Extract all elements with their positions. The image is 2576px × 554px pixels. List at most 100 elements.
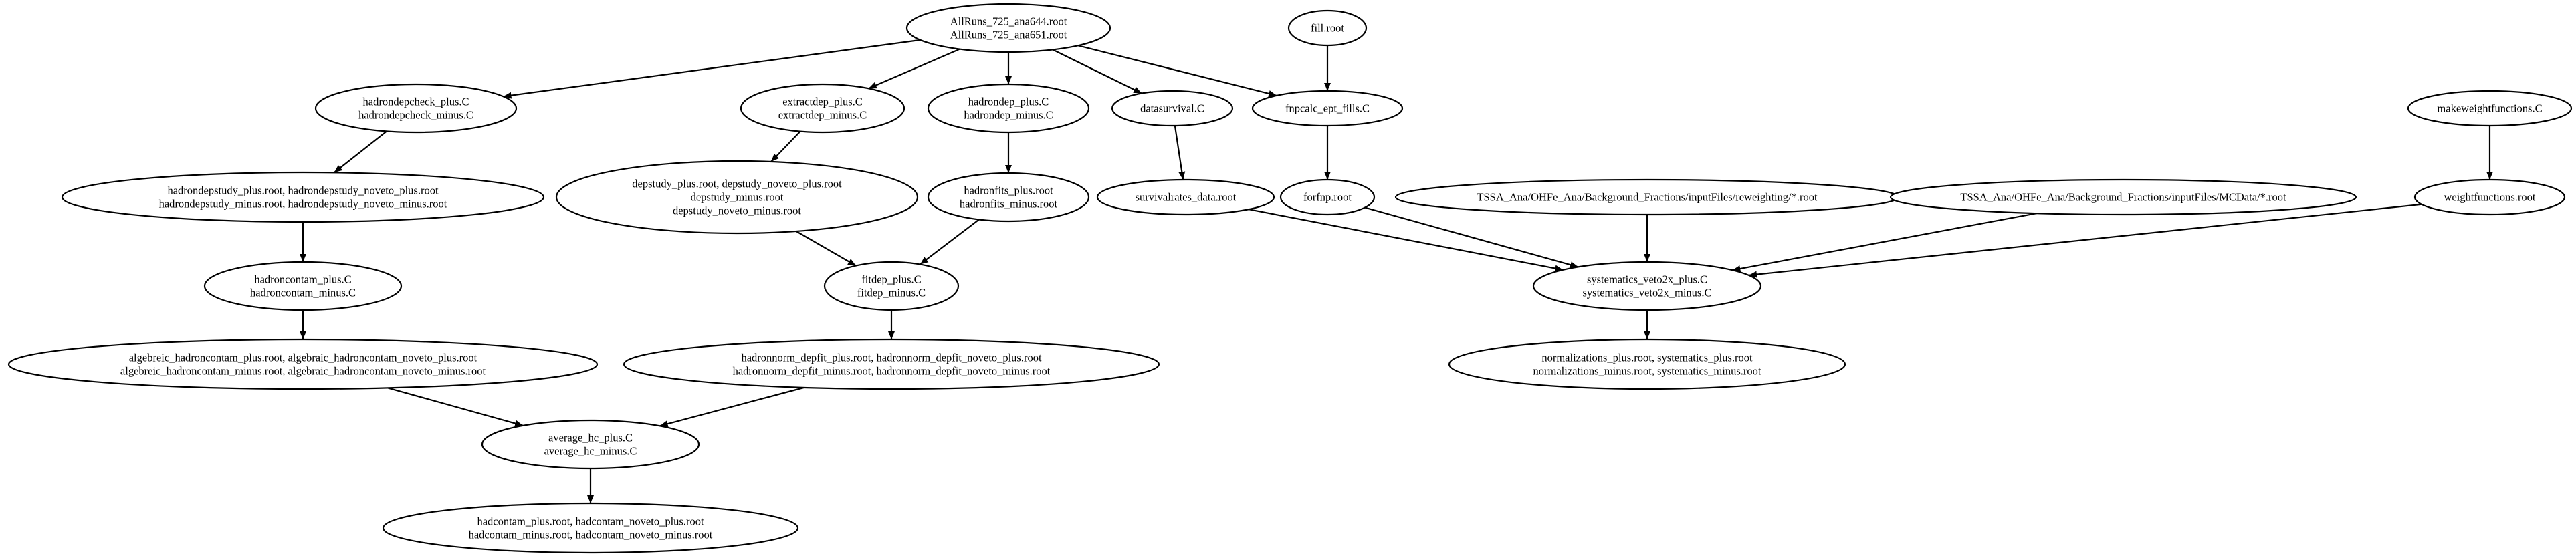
node-ellipse [905,3,1111,53]
node-ellipse [314,83,518,134]
edge-hadrondepcheck_c-to-hadrondepstudy_root [333,130,387,174]
edge-forfnp_root-to-systematics_c [1364,206,1579,268]
node-label: hadcontam_minus.root, hadcontam_noveto_m… [469,529,713,541]
node-hadrondepstudy_root: hadrondepstudy_plus.root, hadrondepstudy… [61,171,545,223]
node-label: fill.root [1311,22,1344,35]
node-label: average_hc_minus.C [544,445,637,458]
node-mcdata_root: TSSA_Ana/OHFe_Ana/Background_Fractions/i… [1889,178,2357,216]
node-label: forfnp.root [1303,191,1352,204]
node-label: hadrondep_minus.C [964,109,1053,122]
node-allruns: AllRuns_725_ana644.rootAllRuns_725_ana65… [905,3,1111,53]
node-label: fitdep_plus.C [861,273,921,286]
node-hadronfits_root: hadronfits_plus.roothadronfits_minus.roo… [927,172,1090,223]
node-ellipse [1287,9,1368,47]
node-label: survivalrates_data.root [1136,191,1237,204]
node-ellipse [203,261,403,311]
node-label: depstudy_minus.root [691,191,784,204]
node-label: hadrondep_plus.C [968,96,1049,108]
edge-datasurvival_c-to-survivalrates_root [1174,125,1186,180]
node-label: TSSA_Ana/OHFe_Ana/Background_Fractions/i… [1477,191,1818,204]
node-ellipse [2407,90,2573,127]
node-label: hadrondepcheck_minus.C [358,109,473,122]
node-label: normalizations_minus.root, systematics_m… [1533,365,1761,378]
node-depstudy_root: depstudy_plus.root, depstudy_noveto_plus… [555,160,919,235]
edge-allruns-to-fnpcalc_c [1077,45,1277,97]
node-ellipse [1448,338,1846,390]
node-label: hadrondepstudy_minus.root, hadrondepstud… [159,198,447,211]
node-fill_root: fill.root [1287,9,1368,47]
node-hadrondepcheck_c: hadrondepcheck_plus.Chadrondepcheck_minu… [314,83,518,134]
node-ellipse [1279,178,1376,216]
node-label: hadroncontam_plus.C [254,273,351,286]
node-label: AllRuns_725_ana644.root [950,15,1067,28]
edge-allruns-to-hadrondepcheck_c [503,39,921,99]
node-normalizations_root: normalizations_plus.root, systematics_pl… [1448,338,1846,390]
node-ellipse [1251,90,1404,127]
node-label: depstudy_plus.root, depstudy_noveto_plus… [632,178,842,190]
node-label: AllRuns_725_ana651.root [950,29,1067,41]
node-label: algebreic_hadroncontam_plus.root, algebr… [129,352,477,364]
node-ellipse [481,419,700,470]
node-ellipse [7,338,599,390]
node-label: hadcontam_plus.root, hadcontam_noveto_pl… [477,515,704,528]
node-label: datasurvival.C [1140,102,1204,115]
node-label: TSSA_Ana/OHFe_Ana/Background_Fractions/i… [1960,191,2286,204]
edge-depstudy_root-to-fitdep_c [796,231,857,267]
node-algebreic_root: algebreic_hadroncontam_plus.root, algebr… [7,338,599,390]
edge-allruns-to-extractdep_c [868,48,960,90]
node-ellipse [740,83,905,134]
node-ellipse [555,160,919,235]
node-label: extractdep_plus.C [782,96,863,108]
node-label: fitdep_minus.C [857,287,926,299]
node-label: hadrondepstudy_plus.root, hadrondepstudy… [167,184,439,197]
edge-weightfunctions_root-to-systematics_c [1748,203,2422,278]
node-label: hadronnorm_depfit_plus.root, hadronnorm_… [741,352,1042,364]
node-label: hadroncontam_minus.C [250,287,356,299]
edge-algebreic_root-to-average_hc_c [387,387,524,427]
node-ellipse [1532,261,1762,311]
node-ellipse [1889,178,2357,216]
node-label: fnpcalc_ept_fills.C [1285,102,1370,115]
node-datasurvival_c: datasurvival.C [1111,90,1234,127]
node-label: extractdep_minus.C [778,109,867,122]
edge-hadronnorm_root-to-average_hc_c [659,386,804,428]
nodes-layer: AllRuns_725_ana644.rootAllRuns_725_ana65… [7,3,2573,554]
edge-allruns-to-datasurvival_c [1052,49,1142,94]
node-label: normalizations_plus.root, systematics_pl… [1541,352,1753,364]
node-label: makeweightfunctions.C [2437,102,2542,115]
node-label: hadrondepcheck_plus.C [363,96,469,108]
node-ellipse [61,171,545,223]
node-reweighting_root: TSSA_Ana/OHFe_Ana/Background_Fractions/i… [1394,178,1900,216]
node-label: systematics_veto2x_minus.C [1583,287,1712,299]
node-fnpcalc_c: fnpcalc_ept_fills.C [1251,90,1404,127]
node-makeweightfunctions_c: makeweightfunctions.C [2407,90,2573,127]
node-survivalrates_root: survivalrates_data.root [1096,178,1275,216]
node-label: average_hc_plus.C [548,432,633,444]
edges-layer [300,39,2493,503]
node-ellipse [823,261,960,311]
node-ellipse [1111,90,1234,127]
node-hadronnorm_root: hadronnorm_depfit_plus.root, hadronnorm_… [623,338,1160,390]
node-weightfunctions_root: weightfunctions.root [2413,178,2566,216]
edge-hadronfits_root-to-fitdep_c [920,219,980,265]
node-systematics_c: systematics_veto2x_plus.Csystematics_vet… [1532,261,1762,311]
node-label: algebreic_hadroncontam_minus.root, algeb… [120,365,486,378]
node-hadcontam_root: hadcontam_plus.root, hadcontam_noveto_pl… [382,502,799,554]
edge-survivalrates_root-to-systematics_c [1249,209,1564,272]
node-label: weightfunctions.root [2444,191,2535,204]
node-label: systematics_veto2x_plus.C [1587,273,1707,286]
node-label: hadronfits_plus.root [964,184,1053,197]
node-ellipse [623,338,1160,390]
node-label: hadronfits_minus.root [960,198,1058,211]
node-ellipse [382,502,799,554]
edge-extractdep_c-to-depstudy_root [770,130,801,162]
node-ellipse [2413,178,2566,216]
node-ellipse [927,83,1090,134]
node-forfnp_root: forfnp.root [1279,178,1376,216]
